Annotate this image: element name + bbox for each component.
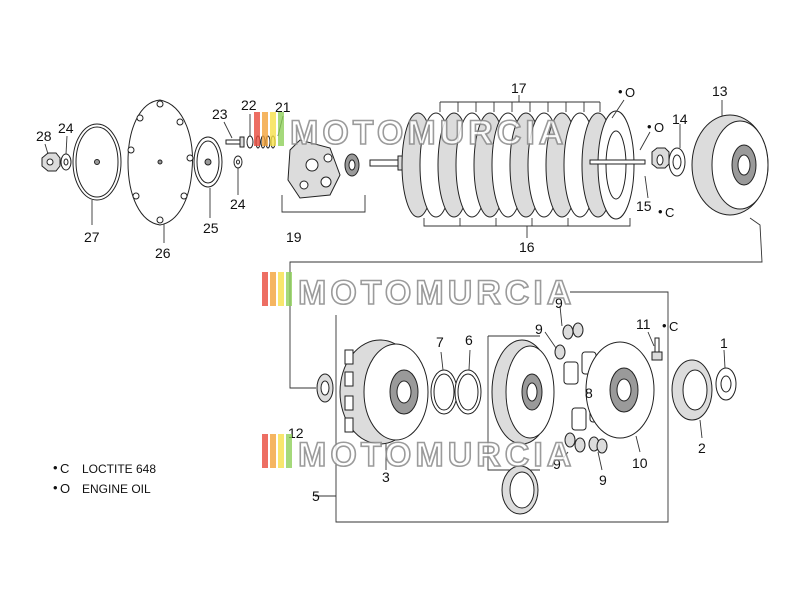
clutch-rod	[589, 159, 646, 165]
label-19: 19	[286, 229, 302, 245]
legend-oil-text: ENGINE OIL	[82, 482, 151, 496]
part-16-17-clutch-plates	[401, 101, 635, 238]
part-24-washer	[60, 153, 72, 171]
part-24-washer-right	[233, 155, 243, 169]
part-26-clutch-cover	[127, 99, 194, 226]
legend-loctite-drop: •	[53, 460, 58, 475]
oil-letter-plates-top: O	[625, 85, 635, 100]
watermark-text-middle: MOTOMURCIA	[298, 274, 575, 312]
watermark-top: MOTOMURCIA	[254, 112, 567, 153]
part-labels: 28 24 27 26 25 24 23 22 21 19 17 16 14 1…	[36, 80, 728, 504]
part-27-gasket	[72, 123, 122, 201]
part-6-o-ring	[454, 369, 482, 415]
label-27: 27	[84, 229, 100, 245]
label-10: 10	[632, 455, 648, 471]
oil-symbol-plates: •	[647, 119, 652, 134]
part-28-nut	[41, 152, 61, 172]
lubricant-symbols: • O • O • C • C	[618, 84, 678, 334]
label-6: 6	[465, 332, 473, 348]
primary-driven-gear	[491, 339, 555, 515]
legend-oil-drop: •	[53, 480, 58, 495]
part-12-washer	[316, 373, 334, 403]
label-7: 7	[436, 334, 444, 350]
label-14: 14	[672, 111, 688, 127]
loctite-letter-11: C	[669, 319, 678, 334]
label-9-low: 9	[553, 456, 561, 472]
label-22: 22	[241, 97, 257, 113]
label-11: 11	[636, 316, 651, 332]
watermark-middle: MOTOMURCIA	[262, 272, 575, 313]
label-23: 23	[212, 106, 228, 122]
oil-symbol-plates-top: •	[618, 84, 623, 99]
part-14-washer	[668, 147, 686, 177]
label-16: 16	[519, 239, 535, 255]
part-1-washer	[715, 367, 737, 401]
legend-loctite-letter: C	[60, 461, 69, 476]
watermark-text-top: MOTOMURCIA	[290, 114, 567, 152]
label-21: 21	[275, 99, 291, 115]
label-3: 3	[382, 469, 390, 485]
part-23-bolt	[225, 136, 245, 148]
label-25: 25	[203, 220, 219, 236]
part-15-nut	[651, 147, 670, 169]
part-19-release-assembly	[281, 139, 366, 213]
label-15: 15	[636, 198, 652, 214]
part-9-pins	[554, 322, 608, 454]
label-8: 8	[585, 385, 593, 401]
loctite-symbol-15: •	[658, 204, 663, 219]
label-24: 24	[58, 120, 74, 136]
loctite-symbol-11: •	[662, 318, 667, 333]
label-24-right: 24	[230, 196, 246, 212]
legend: • C LOCTITE 648 • O ENGINE OIL	[53, 460, 156, 496]
oil-letter-plates: O	[654, 120, 664, 135]
part-22-washer	[246, 135, 254, 149]
label-17: 17	[511, 80, 527, 96]
part-10-pressure-plate	[585, 341, 655, 439]
label-9-right: 9	[599, 472, 607, 488]
legend-loctite-text: LOCTITE 648	[82, 462, 156, 476]
watermark-bottom: MOTOMURCIA	[262, 434, 575, 475]
label-5: 5	[312, 488, 320, 504]
watermark-text-bottom: MOTOMURCIA	[298, 436, 575, 474]
part-11-bolt	[651, 337, 663, 361]
part-25-inspection-cap	[193, 136, 223, 188]
part-3-clutch-basket	[339, 339, 429, 445]
label-28: 28	[36, 128, 52, 144]
label-2: 2	[698, 440, 706, 456]
label-1: 1	[720, 335, 728, 351]
label-9-top: 9	[555, 295, 563, 311]
label-26: 26	[155, 245, 171, 261]
part-13-clutch-hub	[691, 114, 769, 216]
loctite-letter-15: C	[665, 205, 674, 220]
part-2-bearing	[671, 359, 713, 421]
label-9-mid: 9	[535, 321, 543, 337]
legend-oil-letter: O	[60, 481, 70, 496]
part-7-o-ring	[430, 369, 458, 415]
pushrod	[369, 155, 405, 171]
label-13: 13	[712, 83, 728, 99]
